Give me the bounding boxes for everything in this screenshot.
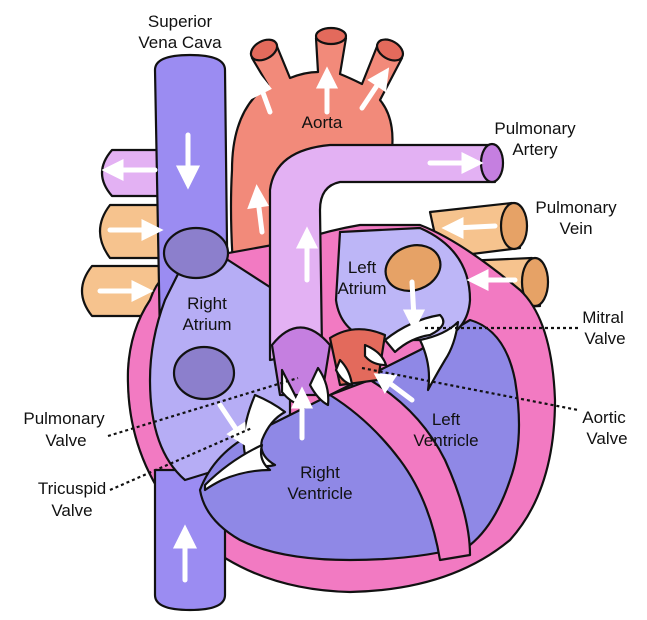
label-pulmonary-vein-2: Vein (559, 219, 592, 238)
label-superior-vena-cava-1: Superior (148, 12, 213, 31)
label-left-atrium-2: Atrium (337, 279, 386, 298)
label-right-atrium-1: Right (187, 294, 227, 313)
ventricles (198, 318, 521, 562)
label-left-atrium-1: Left (348, 258, 377, 277)
labels: Superior Vena Cava Aorta Pulmonary Arter… (23, 12, 627, 520)
label-pulmonary-artery-1: Pulmonary (494, 119, 576, 138)
vessel-openings (162, 226, 442, 401)
label-left-ventricle-1: Left (432, 410, 461, 429)
label-aortic-valve-2: Valve (586, 429, 627, 448)
label-aorta: Aorta (302, 113, 343, 132)
label-right-atrium-2: Atrium (182, 315, 231, 334)
label-mitral-valve-1: Mitral (582, 308, 624, 327)
label-pulmonary-valve-2: Valve (45, 431, 86, 450)
label-pulmonary-artery-2: Artery (512, 140, 558, 159)
label-left-ventricle-2: Ventricle (413, 431, 478, 450)
label-tricuspid-valve-1: Tricuspid (38, 479, 106, 498)
flow-arrows (97, 66, 518, 583)
label-pulmonary-vein-1: Pulmonary (535, 198, 617, 217)
label-tricuspid-valve-2: Valve (51, 501, 92, 520)
aortic-valve-pointer (361, 366, 579, 412)
label-right-ventricle-1: Right (300, 463, 340, 482)
valves (203, 313, 460, 492)
label-pulmonary-valve-1: Pulmonary (23, 409, 105, 428)
label-superior-vena-cava-2: Vena Cava (138, 33, 222, 52)
pointer-lines (107, 326, 579, 492)
label-right-ventricle-2: Ventricle (287, 484, 352, 503)
label-mitral-valve-2: Valve (584, 329, 625, 348)
label-aortic-valve-1: Aortic (582, 408, 626, 427)
tricuspid-pointer (109, 426, 253, 492)
